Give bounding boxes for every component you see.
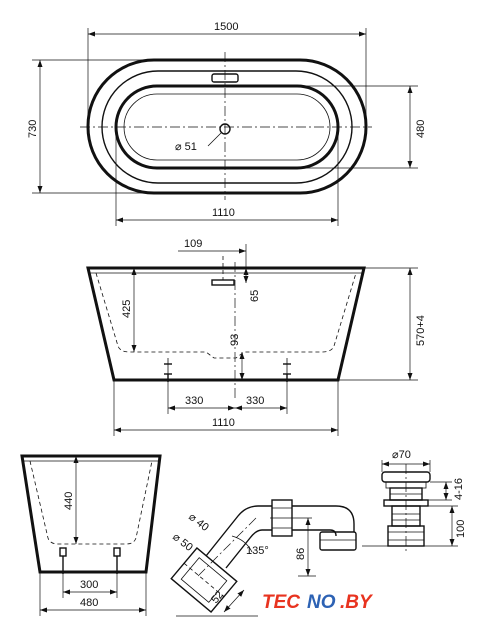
dim-65-label: 65 [249, 290, 261, 302]
dim-330-left-label: 330 [185, 395, 203, 407]
waste-outlet [170, 546, 238, 614]
outlet-length-label: 52 [209, 589, 226, 606]
side-view: 109 65 425 93 570+4 330 330 1110 [86, 238, 427, 436]
side-overflow-icon [211, 279, 235, 286]
side-leg-left [164, 358, 172, 382]
drain-icon [219, 123, 231, 135]
dim-1110-side-label: 1110 [212, 417, 235, 429]
drain-leader [207, 132, 222, 147]
dim-1110-top-label: 1110 [212, 207, 235, 219]
waste-elbow-center [195, 517, 257, 579]
end-view-inner-contour [29, 460, 153, 545]
dim-480-label: 480 [415, 120, 427, 138]
dim-570-label: 570+4 [415, 315, 427, 346]
end-leg-right [113, 547, 121, 574]
drain-diameter-label: ⌀ 51 [175, 141, 197, 153]
drain-plug: ⌀70 4-16 100 [362, 449, 467, 552]
logo-suffix-text: .BY [340, 592, 374, 613]
logo-blue-text: NO [307, 592, 336, 613]
angle-label: 135° [246, 545, 269, 557]
dim-1500-label: 1500 [214, 21, 238, 33]
overflow-icon [211, 73, 239, 83]
waste-horizontal-pipe [292, 505, 355, 537]
side-view-inner-contour [95, 272, 357, 359]
dim-86-label: 86 [295, 548, 307, 560]
top-view-outer-rim [86, 58, 368, 195]
angle-arc [231, 535, 253, 553]
waste-elbow [205, 505, 272, 569]
dim-730-label: 730 [27, 120, 39, 138]
dim-440-label: 440 [63, 492, 75, 510]
end-view-shell [20, 454, 162, 574]
dim-425-label: 425 [121, 300, 133, 318]
end-leg-left [59, 547, 67, 574]
logo-red-text: TEC [262, 592, 300, 613]
side-leg-right [283, 358, 291, 382]
top-view: ⌀ 51 1500 730 480 1110 [27, 21, 427, 226]
dim-52-line [223, 589, 245, 613]
pipe-diameter-label: ⌀ 40 [186, 511, 211, 534]
dim-416-label: 4-16 [453, 478, 465, 500]
dim-93-label: 93 [229, 334, 241, 346]
dim-300-label: 300 [80, 579, 98, 591]
dim-480-end-label: 480 [80, 597, 98, 609]
outlet-diameter-label: ⌀ 50 [170, 531, 195, 554]
dim-70-label: ⌀70 [392, 449, 411, 461]
waste-trap-cap [319, 531, 357, 551]
end-view: 440 300 480 [20, 454, 162, 616]
tecno-logo: TEC NO .BY [262, 592, 374, 613]
dim-330-right-label: 330 [246, 395, 264, 407]
dim-109-label: 109 [184, 238, 202, 250]
dim-100-label: 100 [455, 520, 467, 538]
